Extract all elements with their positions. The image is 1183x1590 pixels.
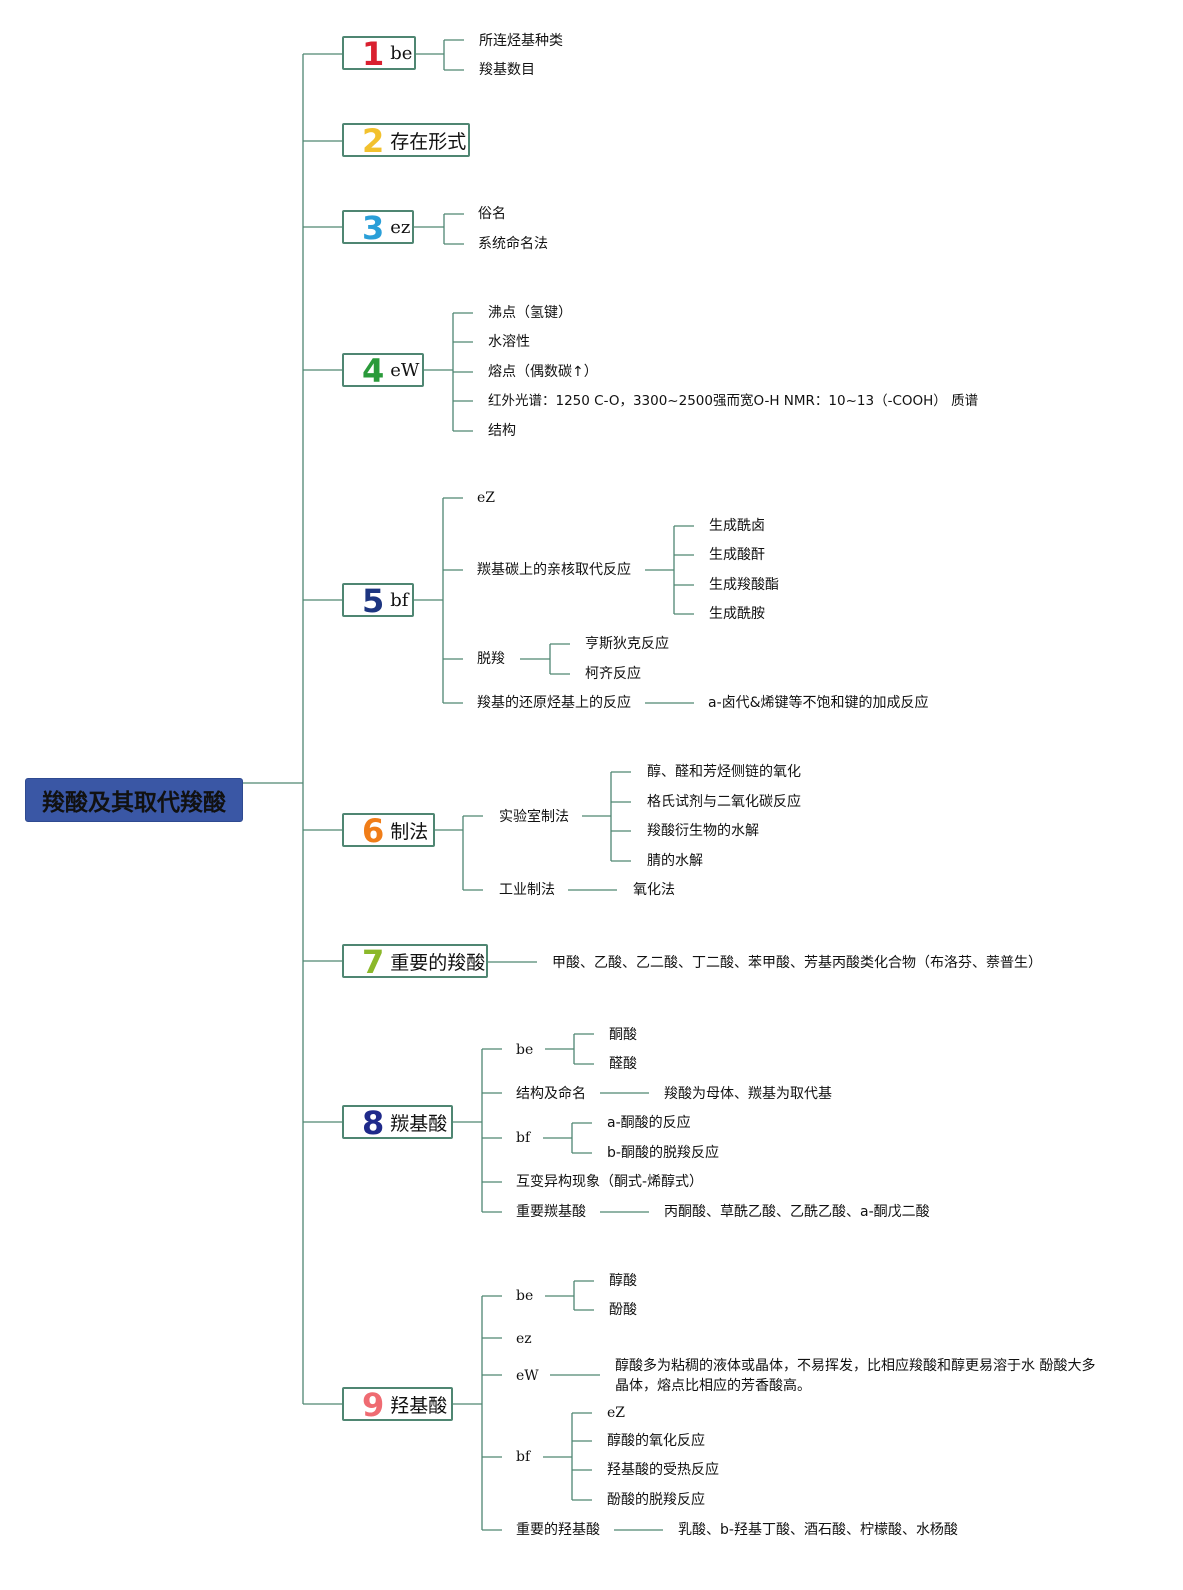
branch-8-label: 羰基酸 [390, 1112, 448, 1135]
branch-9[interactable]: 9 羟基酸 [342, 1387, 453, 1421]
topic-b6-i0[interactable]: 氧化法 [633, 882, 675, 898]
topic-b5-nucleophilic[interactable]: 羰基碳上的亲核取代反应 [477, 562, 631, 578]
branch-9-label: 羟基酸 [390, 1394, 448, 1417]
topic-b9-important0[interactable]: 乳酸、b-羟基丁酸、酒石酸、柠檬酸、水杨酸 [678, 1522, 958, 1538]
branch-4[interactable]: 4 eW [342, 353, 424, 387]
topic-b5-d0[interactable]: 亨斯狄克反应 [585, 636, 669, 652]
branch-5-label: bf [390, 589, 409, 611]
topic-b9-be[interactable]: be [516, 1288, 534, 1304]
topic-b5-n0[interactable]: 生成酰卤 [709, 518, 765, 534]
branch-3[interactable]: 3 ez [342, 210, 414, 244]
topic-b3-c0[interactable]: 俗名 [478, 206, 506, 222]
branch-4-label: eW [390, 359, 420, 381]
number-5: 5 [362, 582, 385, 620]
branch-2[interactable]: 2 存在形式 [342, 123, 470, 157]
branch-6-label: 制法 [390, 820, 429, 843]
topic-b7-c0[interactable]: 甲酸、乙酸、乙二酸、丁二酸、苯甲酸、芳基丙酸类化合物（布洛芬、萘普生） [552, 955, 1042, 971]
topic-b9-be0[interactable]: 醇酸 [609, 1273, 637, 1289]
topic-b4-c4[interactable]: 结构 [488, 423, 516, 439]
number-6: 6 [362, 812, 385, 850]
topic-b5-reduction[interactable]: 羧基的还原烃基上的反应 [477, 695, 631, 711]
branch-3-label: ez [390, 216, 411, 238]
root-title: 羧酸及其取代羧酸 [42, 790, 226, 816]
topic-b5-d1[interactable]: 柯齐反应 [585, 666, 641, 682]
topic-b4-c0[interactable]: 沸点（氢键） [488, 305, 572, 321]
branch-8[interactable]: 8 羰基酸 [342, 1105, 453, 1139]
topic-b8-bf0[interactable]: a-酮酸的反应 [607, 1115, 691, 1131]
branch-1[interactable]: 1 be [342, 36, 416, 70]
topic-b8-tautomer[interactable]: 互变异构现象（酮式-烯醇式） [516, 1174, 704, 1190]
topic-b5-n2[interactable]: 生成羧酸酯 [709, 577, 779, 593]
topic-b4-c1[interactable]: 水溶性 [488, 334, 530, 350]
root-topic[interactable]: 羧酸及其取代羧酸 [25, 778, 243, 822]
topic-b8-be[interactable]: be [516, 1042, 534, 1058]
topic-b9-ew0[interactable]: 醇酸多为粘稠的液体或晶体，不易挥发，比相应羧酸和醇更易溶于水 酚酸大多晶体，熔点… [615, 1358, 1096, 1394]
topic-b8-be1[interactable]: 醛酸 [609, 1056, 637, 1072]
topic-b5-decarb[interactable]: 脱羧 [477, 651, 505, 667]
branch-7[interactable]: 7 重要的羧酸 [342, 944, 488, 978]
topic-b1-c0[interactable]: 所连烃基种类 [479, 33, 563, 49]
number-2: 2 [362, 122, 385, 160]
topic-b5-n3[interactable]: 生成酰胺 [709, 606, 765, 622]
topic-b9-ez[interactable]: ez [516, 1331, 532, 1347]
topic-b8-bf1[interactable]: b-酮酸的脱羧反应 [607, 1145, 719, 1161]
topic-b9-important[interactable]: 重要的羟基酸 [516, 1522, 600, 1538]
topic-b9-bf2[interactable]: 羟基酸的受热反应 [607, 1462, 719, 1478]
topic-b3-c1[interactable]: 系统命名法 [478, 236, 548, 252]
number-4: 4 [362, 352, 385, 390]
topic-b8-bf[interactable]: bf [516, 1130, 531, 1146]
topic-b5-ez[interactable]: eZ [477, 490, 496, 506]
number-7: 7 [362, 943, 385, 981]
topic-b9-bf0[interactable]: eZ [607, 1405, 626, 1421]
topic-b5-r0[interactable]: a-卤代&烯键等不饱和键的加成反应 [708, 695, 929, 711]
topic-b8-be0[interactable]: 酮酸 [609, 1027, 637, 1043]
topic-b9-bf3[interactable]: 酚酸的脱羧反应 [607, 1492, 705, 1508]
topic-b9-ew[interactable]: eW [516, 1368, 539, 1384]
topic-b6-lab[interactable]: 实验室制法 [499, 809, 569, 825]
topic-b9-be1[interactable]: 酚酸 [609, 1302, 637, 1318]
number-9: 9 [362, 1386, 385, 1424]
branch-1-label: be [390, 42, 413, 64]
topic-b6-l3[interactable]: 腈的水解 [647, 853, 703, 869]
branch-6[interactable]: 6 制法 [342, 813, 435, 847]
topic-b9-bf[interactable]: bf [516, 1449, 531, 1465]
topic-b8-naming0[interactable]: 羧酸为母体、羰基为取代基 [664, 1086, 832, 1102]
topic-b9-bf1[interactable]: 醇酸的氧化反应 [607, 1433, 705, 1449]
topic-b6-l1[interactable]: 格氏试剂与二氧化碳反应 [647, 794, 801, 810]
topic-b1-c1[interactable]: 羧基数目 [479, 62, 535, 78]
number-8: 8 [362, 1104, 385, 1142]
topic-b8-important0[interactable]: 丙酮酸、草酰乙酸、乙酰乙酸、a-酮戊二酸 [664, 1204, 930, 1220]
branch-7-label: 重要的羧酸 [390, 951, 486, 974]
number-1: 1 [362, 35, 385, 73]
number-3: 3 [362, 209, 385, 247]
topic-b5-n1[interactable]: 生成酸酐 [709, 547, 765, 563]
topic-b4-c2[interactable]: 熔点（偶数碳↑） [488, 364, 598, 380]
topic-b8-naming[interactable]: 结构及命名 [516, 1086, 586, 1102]
topic-b8-important[interactable]: 重要羰基酸 [516, 1204, 586, 1220]
topic-b6-l2[interactable]: 羧酸衍生物的水解 [647, 823, 759, 839]
topic-b6-l0[interactable]: 醇、醛和芳烃侧链的氧化 [647, 764, 801, 780]
branch-2-label: 存在形式 [390, 130, 467, 153]
branch-5[interactable]: 5 bf [342, 583, 414, 617]
topic-b6-industrial[interactable]: 工业制法 [499, 882, 555, 898]
topic-b4-c3[interactable]: 红外光谱：1250 C-O，3300~2500强而宽O-H NMR：10~13（… [488, 393, 979, 409]
